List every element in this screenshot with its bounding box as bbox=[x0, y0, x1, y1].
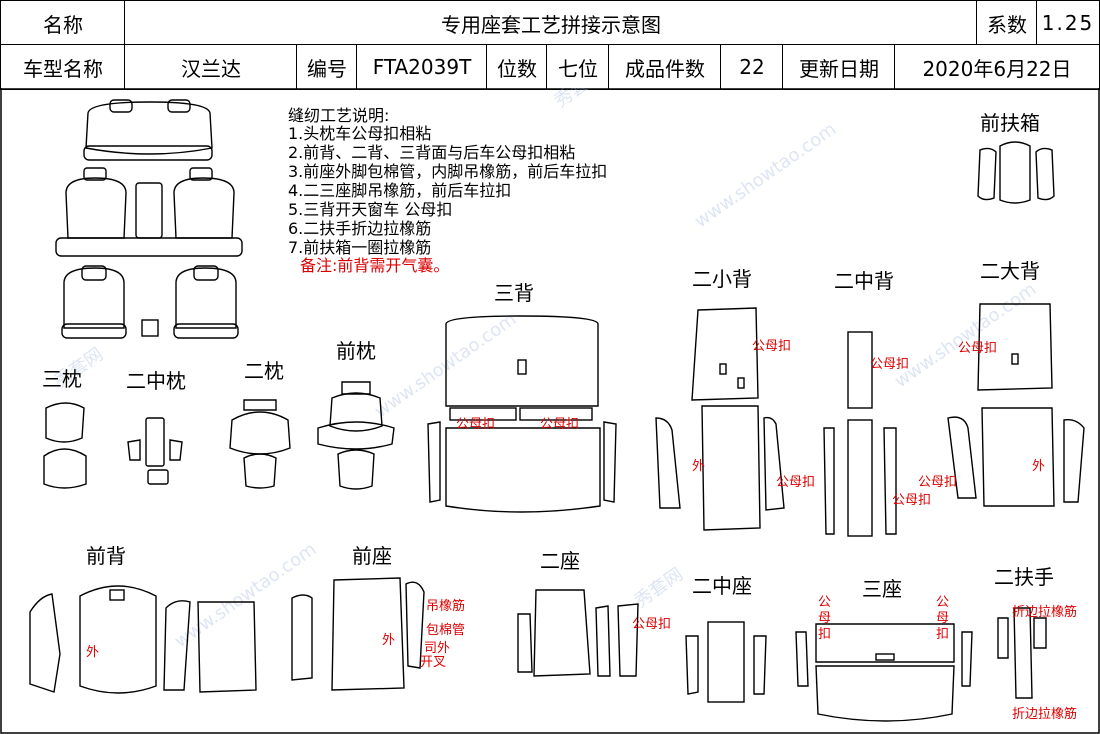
notes-title: 缝纫工艺说明: bbox=[288, 106, 389, 125]
annotation-snap: 公母扣 bbox=[752, 339, 791, 354]
model-value: 汉兰达 bbox=[124, 44, 298, 90]
annotation-snap-v3: 扣 bbox=[936, 627, 949, 642]
sewing-notes: 缝纫工艺说明: 1.头枕车公母扣相粘 2.前背、二背、三背面与后车公母扣相粘 3… bbox=[288, 106, 607, 275]
front-back-pieces: 外 bbox=[29, 585, 257, 694]
label-third-headrest: 三枕 bbox=[42, 367, 82, 391]
annotation-fold-elastic: 折边拉橡筋 bbox=[1012, 706, 1077, 722]
note-line: 1.头枕车公母扣相粘 bbox=[288, 124, 431, 143]
annotation-snap: 公母扣 bbox=[776, 475, 815, 490]
annotation-snap-v2: 母 bbox=[818, 611, 831, 626]
annotation-snap-v3: 扣 bbox=[818, 627, 831, 642]
label-second-mid-back: 二中背 bbox=[834, 269, 894, 293]
front-seat-pieces: 外 吊橡筋 包棉管 司外 开叉 bbox=[291, 577, 465, 691]
seats-label: 位数 bbox=[486, 44, 548, 90]
label-front-seat: 前座 bbox=[352, 544, 392, 568]
watermark: 秀套网 bbox=[551, 88, 607, 112]
watermark: 秀套网 bbox=[631, 564, 687, 612]
annotation-snap: 公母扣 bbox=[632, 617, 671, 632]
code-label: 编号 bbox=[296, 44, 358, 90]
label-third-back: 三背 bbox=[494, 281, 534, 305]
second-mid-back-pieces: 公母扣 bbox=[823, 331, 909, 537]
annotation-open-fork: 开叉 bbox=[420, 655, 446, 670]
second-mid-seat-pieces bbox=[685, 621, 767, 703]
coef-value: 1.25 bbox=[1036, 0, 1100, 46]
note-line: 2.前背、二背、三背面与后车公母扣相粘 bbox=[288, 143, 575, 162]
second-small-back-pieces: 公母扣 外 公母扣 bbox=[655, 307, 815, 531]
annotation-snap: 公母扣 bbox=[456, 417, 495, 432]
annotation-cotton-tube: 包棉管 bbox=[426, 623, 465, 638]
headrest-pieces bbox=[43, 381, 395, 490]
note-line: 7.前扶箱一圈拉橡筋 bbox=[288, 238, 431, 257]
label-second-mid-headrest: 二中枕 bbox=[126, 369, 186, 393]
label-third-seat: 三座 bbox=[862, 577, 902, 601]
label-front-back: 前背 bbox=[86, 544, 126, 568]
annotation-snap-v2: 母 bbox=[936, 611, 949, 626]
annotation-driver-outer: 司外 bbox=[424, 641, 450, 656]
label-second-small-back: 二小背 bbox=[692, 267, 752, 291]
seats-value: 七位 bbox=[546, 44, 610, 90]
code-value: FTA2039T bbox=[356, 44, 488, 90]
third-back-pieces: 公母扣 公母扣 bbox=[427, 315, 617, 513]
seat-overview bbox=[55, 99, 243, 339]
annotation-snap: 公母扣 bbox=[918, 475, 957, 490]
label-second-headrest: 二枕 bbox=[244, 359, 284, 383]
label-second-armrest: 二扶手 bbox=[994, 565, 1054, 589]
note-line: 4.二三座脚吊橡筋，前后车拉扣 bbox=[288, 181, 511, 200]
note-line: 3.前座外脚包棉管，内脚吊橡筋，前后车拉扣 bbox=[288, 162, 607, 181]
pieces-label: 成品件数 bbox=[608, 44, 722, 90]
label-second-seat: 二座 bbox=[540, 549, 580, 573]
label-second-mid-seat: 二中座 bbox=[692, 574, 752, 598]
second-armrest-pieces: 折边拉橡筋 折边拉橡筋 bbox=[997, 604, 1077, 722]
note-line: 6.二扶手折边拉橡筋 bbox=[288, 219, 431, 238]
label-front-armbox: 前扶箱 bbox=[980, 111, 1040, 135]
annotation-snap: 公母扣 bbox=[892, 493, 931, 508]
annotation-snap: 公母扣 bbox=[540, 417, 579, 432]
note-line: 5.三背开天窗车 公母扣 bbox=[288, 200, 452, 219]
pattern-diagram: 秀套网 www.showtao.com www.showtao.com 秀套网 … bbox=[0, 88, 1100, 734]
header-table: 名称 专用座套工艺拼接示意图 系数 1.25 车型名称 汉兰达 编号 FTA20… bbox=[0, 0, 1100, 90]
pieces-value: 22 bbox=[720, 44, 784, 90]
watermark: www.showtao.com bbox=[891, 279, 1040, 392]
annotation-elastic: 吊橡筋 bbox=[426, 598, 465, 614]
model-label: 车型名称 bbox=[0, 44, 126, 90]
date-label: 更新日期 bbox=[782, 44, 896, 90]
annotation-fold-elastic: 折边拉橡筋 bbox=[1012, 604, 1077, 620]
second-big-back-pieces: 公母扣 公母扣 公母扣 外 bbox=[892, 303, 1085, 508]
front-armbox-pieces bbox=[977, 141, 1055, 204]
third-seat-pieces: 公 母 扣 公 母 扣 bbox=[795, 595, 973, 722]
second-seat-pieces: 公母扣 bbox=[517, 589, 671, 677]
annotation-snap: 公母扣 bbox=[958, 341, 997, 356]
annotation-snap: 公母扣 bbox=[870, 357, 909, 372]
label-front-headrest: 前枕 bbox=[336, 339, 376, 363]
annotation-outer: 外 bbox=[382, 633, 395, 648]
name-label: 名称 bbox=[0, 0, 126, 46]
coef-label: 系数 bbox=[976, 0, 1038, 46]
remark: 备注:前背需开气囊。 bbox=[300, 256, 449, 275]
label-second-big-back: 二大背 bbox=[980, 259, 1040, 283]
diagram-title: 专用座套工艺拼接示意图 bbox=[124, 0, 978, 46]
annotation-outer: 外 bbox=[1032, 459, 1045, 474]
date-value: 2020年6月22日 bbox=[894, 44, 1100, 90]
annotation-snap-v1: 公 bbox=[936, 595, 949, 610]
annotation-outer: 外 bbox=[86, 645, 99, 660]
annotation-snap-v1: 公 bbox=[818, 595, 831, 610]
annotation-outer: 外 bbox=[692, 459, 705, 474]
watermark: www.showtao.com bbox=[691, 119, 840, 232]
